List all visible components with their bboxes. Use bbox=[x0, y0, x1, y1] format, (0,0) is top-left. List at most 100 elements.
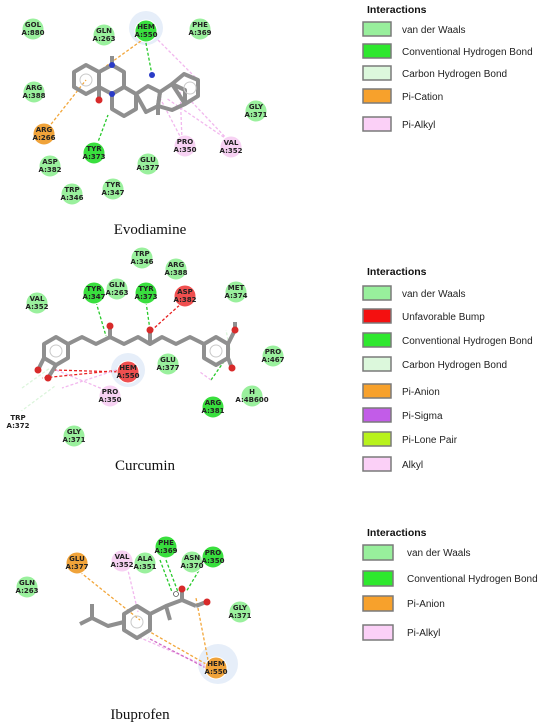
svg-text:VAL: VAL bbox=[115, 553, 130, 561]
svg-text:A:369: A:369 bbox=[155, 547, 178, 555]
svg-text:PHE: PHE bbox=[158, 539, 174, 547]
svg-text:ARG: ARG bbox=[205, 399, 222, 407]
svg-text:A:350: A:350 bbox=[202, 557, 225, 565]
svg-text:HEM: HEM bbox=[207, 660, 225, 668]
legend-item-hbond: Conventional Hydrogen Bond bbox=[362, 332, 533, 348]
svg-text:Conventional Hydrogen Bond: Conventional Hydrogen Bond bbox=[402, 336, 533, 347]
legend-item-pi-anion: Pi-Anion bbox=[362, 595, 445, 612]
svg-text:A:382: A:382 bbox=[174, 296, 197, 304]
legend-item-alkyl: Alkyl bbox=[362, 456, 423, 472]
svg-text:A:351: A:351 bbox=[134, 563, 157, 571]
legend-item-pi-cation: Pi-Cation bbox=[362, 88, 443, 104]
svg-text:GOL: GOL bbox=[25, 21, 42, 29]
legend-title: Interactions bbox=[367, 527, 427, 539]
svg-text:Pi-Alkyl: Pi-Alkyl bbox=[402, 120, 435, 131]
svg-text:A:371: A:371 bbox=[245, 111, 268, 119]
svg-text:A:263: A:263 bbox=[106, 289, 129, 297]
legend-item-vdw: van der Waals bbox=[362, 544, 471, 561]
svg-text:PRO: PRO bbox=[177, 138, 194, 146]
caption-evodiamine: Evodiamine bbox=[114, 222, 187, 238]
svg-text:A:346: A:346 bbox=[131, 258, 154, 266]
svg-text:A:350: A:350 bbox=[99, 396, 122, 404]
svg-text:GLY: GLY bbox=[249, 103, 264, 111]
legend-item-ch-bond: Carbon Hydrogen Bond bbox=[362, 65, 507, 81]
svg-text:HEM: HEM bbox=[137, 23, 155, 31]
legend-title: Interactions bbox=[367, 266, 427, 278]
svg-text:TYR: TYR bbox=[138, 285, 154, 293]
svg-text:ASN: ASN bbox=[184, 554, 200, 562]
svg-text:A:266: A:266 bbox=[33, 134, 56, 142]
svg-text:van der Waals: van der Waals bbox=[402, 289, 466, 300]
svg-text:A:550: A:550 bbox=[117, 372, 140, 380]
legend-item-pi-alkyl: Pi-Alkyl bbox=[362, 116, 435, 132]
legend-item-hbond: Conventional Hydrogen Bond bbox=[362, 570, 538, 587]
svg-text:A:263: A:263 bbox=[16, 587, 39, 595]
svg-text:GLN: GLN bbox=[96, 27, 112, 35]
legend-curcumin: Interactions van der Waals Unfavorable B… bbox=[362, 266, 533, 472]
svg-text:GLN: GLN bbox=[19, 579, 35, 587]
legend-item-pi-alkyl: Pi-Alkyl bbox=[362, 624, 440, 641]
svg-text:A:372: A:372 bbox=[7, 422, 30, 430]
ibuprofen-molecule bbox=[79, 588, 207, 640]
svg-text:A:388: A:388 bbox=[165, 269, 188, 277]
svg-text:A:371: A:371 bbox=[229, 612, 252, 620]
svg-text:Conventional Hydrogen Bond: Conventional Hydrogen Bond bbox=[407, 574, 538, 585]
svg-text:GLN: GLN bbox=[109, 281, 125, 289]
svg-text:Conventional Hydrogen Bond: Conventional Hydrogen Bond bbox=[402, 47, 533, 58]
interaction-lines bbox=[79, 559, 209, 669]
svg-text:A:382: A:382 bbox=[39, 166, 62, 174]
heteroatoms bbox=[95, 62, 155, 104]
svg-text:TYR: TYR bbox=[105, 181, 121, 189]
legend-item-bump: Unfavorable Bump bbox=[362, 308, 485, 324]
evodiamine-molecule bbox=[72, 56, 200, 118]
legend-item-pi-anion: Pi-Anion bbox=[362, 383, 440, 399]
legend-item-vdw: van der Waals bbox=[362, 285, 466, 301]
legend-item-pi-sigma: Pi-Sigma bbox=[362, 407, 443, 423]
svg-text:PHE: PHE bbox=[192, 21, 208, 29]
svg-text:A:350: A:350 bbox=[174, 146, 197, 154]
svg-text:VAL: VAL bbox=[224, 139, 239, 147]
svg-text:PRO: PRO bbox=[265, 348, 282, 356]
svg-text:ASP: ASP bbox=[177, 288, 193, 296]
svg-text:TRP: TRP bbox=[64, 186, 79, 194]
svg-text:Carbon Hydrogen Bond: Carbon Hydrogen Bond bbox=[402, 69, 507, 80]
svg-text:MET: MET bbox=[228, 284, 245, 292]
svg-text:Pi-Anion: Pi-Anion bbox=[407, 599, 445, 610]
svg-text:ARG: ARG bbox=[36, 126, 53, 134]
svg-text:A:377: A:377 bbox=[137, 164, 160, 172]
svg-text:A:371: A:371 bbox=[63, 436, 86, 444]
legend-item-hbond: Conventional Hydrogen Bond bbox=[362, 43, 533, 59]
svg-text:van der Waals: van der Waals bbox=[402, 25, 466, 36]
svg-text:A:388: A:388 bbox=[23, 92, 46, 100]
svg-text:TRP: TRP bbox=[134, 250, 149, 258]
legend-item-ch-bond: Carbon Hydrogen Bond bbox=[362, 356, 507, 372]
legend-ibuprofen: Interactions van der Waals Conventional … bbox=[362, 527, 538, 641]
svg-text:TYR: TYR bbox=[86, 145, 102, 153]
residue-h-4b600: HA:4B600 bbox=[235, 384, 269, 408]
svg-text:GLU: GLU bbox=[160, 356, 176, 364]
svg-text:Pi-Lone Pair: Pi-Lone Pair bbox=[402, 435, 458, 446]
